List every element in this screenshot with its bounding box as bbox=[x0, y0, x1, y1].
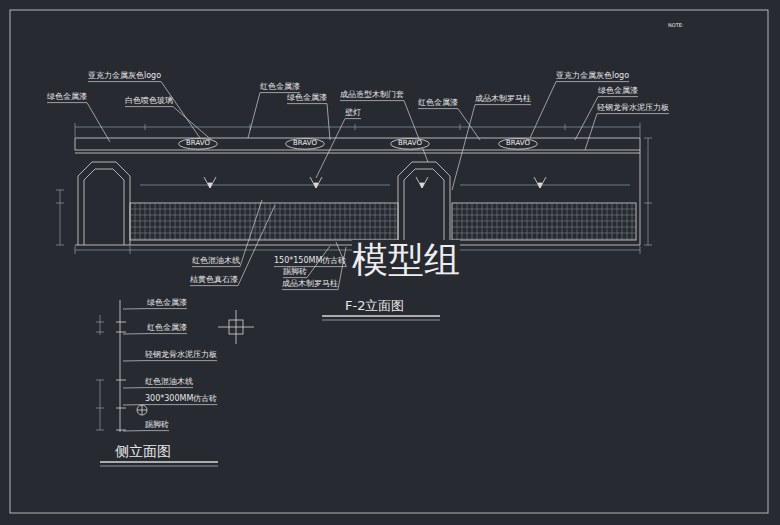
watermark: 模型组 bbox=[352, 240, 460, 280]
tile-grid bbox=[130, 203, 636, 240]
material-callout: 轻钢龙骨水泥压力板 bbox=[597, 103, 669, 113]
leader-line bbox=[88, 82, 200, 138]
dimension-line bbox=[56, 123, 652, 254]
material-callout: 白色喷色玻璃 bbox=[125, 96, 173, 106]
leader-line bbox=[123, 387, 193, 388]
leader-line bbox=[123, 360, 217, 361]
material-callout: 踢脚砖 bbox=[145, 420, 169, 430]
leader-line bbox=[340, 101, 428, 162]
leader-line bbox=[585, 114, 669, 150]
arch-column bbox=[78, 162, 130, 245]
leader-line bbox=[418, 109, 480, 140]
logo-text: BRAVO bbox=[390, 138, 430, 148]
leader-line bbox=[123, 333, 187, 334]
arch-opening bbox=[84, 169, 124, 245]
logo-badge: BRAVO bbox=[498, 138, 538, 150]
leader-line bbox=[47, 103, 110, 142]
material-callout: 踢脚砖 bbox=[283, 267, 307, 277]
leader-line bbox=[123, 430, 169, 431]
leader-line bbox=[190, 205, 275, 286]
material-callout: 绿色金属漆 bbox=[598, 86, 638, 96]
material-callout: 绿色金属漆 bbox=[287, 93, 327, 103]
sheet-frame bbox=[10, 10, 768, 513]
wall-edge bbox=[640, 150, 641, 245]
side-elevation bbox=[96, 300, 147, 432]
logo-text: BRAVO bbox=[178, 138, 218, 148]
logo-badge: BRAVO bbox=[285, 138, 325, 150]
material-callout: 红色混油木线 bbox=[192, 256, 240, 266]
logo-badge: BRAVO bbox=[178, 138, 218, 150]
arch-column bbox=[398, 162, 450, 245]
drawing-title: F-2立面图 bbox=[345, 298, 404, 314]
leader-line bbox=[125, 107, 215, 143]
arch-opening bbox=[404, 169, 444, 245]
material-callout: 成品木制罗马柱 bbox=[282, 279, 338, 289]
material-callout: 轻钢龙骨水泥压力板 bbox=[145, 350, 217, 360]
material-callout: 红色金属漆 bbox=[147, 323, 187, 333]
material-callout: 绿色金属漆 bbox=[47, 92, 87, 102]
material-callout: 成品木制罗马柱 bbox=[475, 94, 531, 104]
material-callout: 成品造型木制门套 bbox=[340, 90, 404, 100]
leader-line bbox=[287, 104, 330, 140]
view-title: 侧立面图 bbox=[115, 443, 171, 460]
material-callout: 亚克力金属灰色logo bbox=[556, 71, 629, 81]
leader-line bbox=[316, 119, 361, 178]
material-callout: 桔黄色真石漆 bbox=[190, 275, 238, 285]
leader-line bbox=[123, 404, 217, 405]
material-callout: 红色金属漆 bbox=[418, 98, 458, 108]
material-callout: 红色金属漆 bbox=[260, 82, 300, 92]
band-line bbox=[75, 153, 640, 154]
fence-panel bbox=[452, 203, 636, 240]
material-callout: 150*150MM仿古砖 bbox=[274, 256, 346, 266]
material-callout: 壁灯 bbox=[345, 108, 361, 118]
top-band bbox=[75, 138, 640, 150]
leader-line bbox=[123, 308, 187, 309]
logo-badge: BRAVO bbox=[390, 138, 430, 150]
logo-text: BRAVO bbox=[285, 138, 325, 148]
material-callout: 300*300MM仿古砖 bbox=[145, 394, 217, 404]
logo-text: BRAVO bbox=[498, 138, 538, 148]
note: NOTE: bbox=[668, 22, 684, 28]
leader-line bbox=[274, 242, 346, 267]
material-callout: 红色混油木线 bbox=[145, 377, 193, 387]
fence-panel bbox=[130, 203, 398, 240]
wall-lamp bbox=[204, 177, 546, 188]
material-callout: 亚克力金属灰色logo bbox=[88, 71, 161, 81]
material-callout: 绿色金属漆 bbox=[147, 298, 187, 308]
leader-line bbox=[282, 247, 346, 290]
